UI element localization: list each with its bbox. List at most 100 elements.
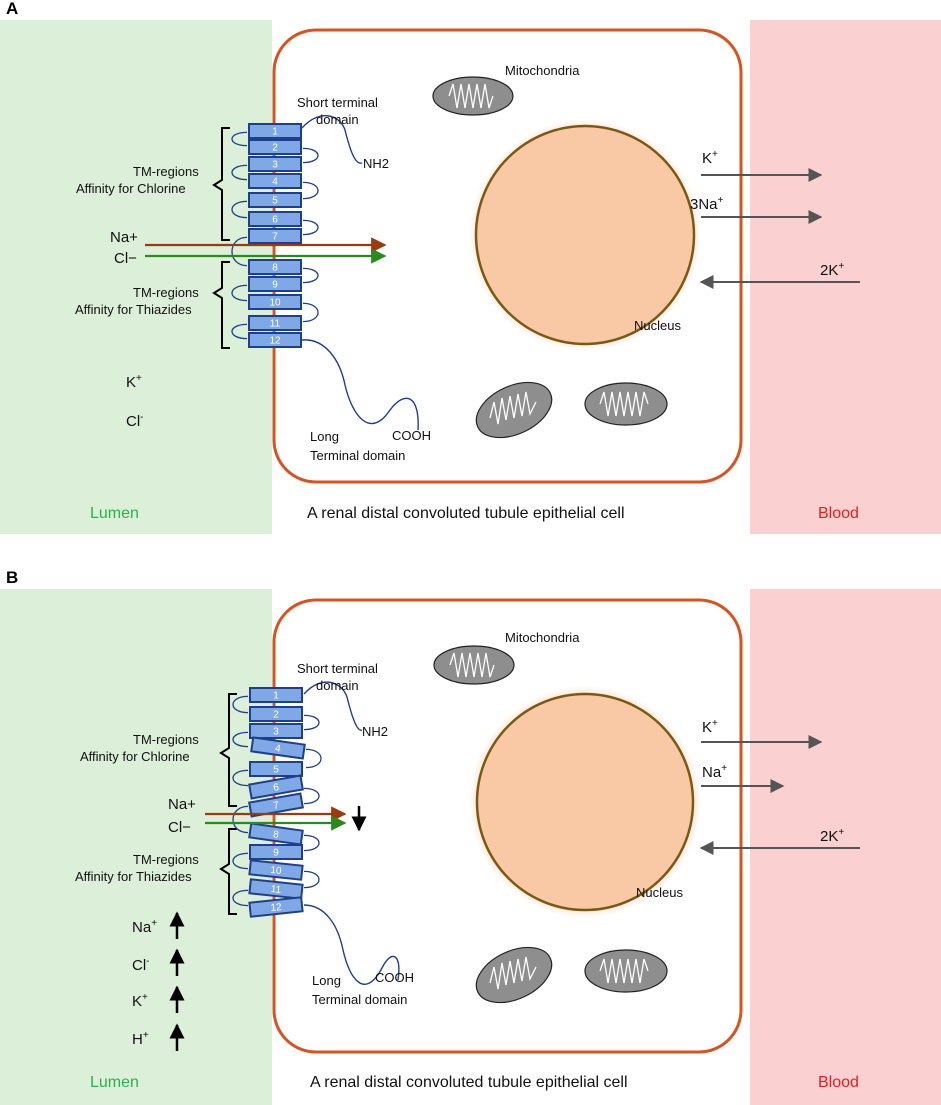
blood-label: Blood — [818, 1074, 859, 1091]
nh2-label: NH2 — [362, 724, 388, 739]
transporter-loop — [302, 267, 319, 284]
tm-segment-box — [248, 211, 302, 227]
tm-segment-box — [248, 139, 302, 155]
right-ion-3na: 3Na+ — [690, 195, 724, 213]
tm-segment: 9 — [249, 844, 303, 860]
short-domain-label-line1: Short terminal — [297, 95, 378, 110]
transporter-loop — [303, 870, 320, 889]
tm-segment: 10 — [248, 859, 304, 881]
tm-segment-number: 9 — [273, 848, 279, 859]
tm-segment-number: 4 — [274, 743, 281, 755]
tm-segment-box — [248, 859, 304, 881]
tm-thiazides-label-line1: TM-regions — [133, 852, 199, 867]
transporter-loop — [232, 769, 249, 787]
transporter-loop — [303, 787, 320, 805]
panel-letter: B — [6, 568, 18, 587]
long-domain-label-line1: Long — [312, 973, 341, 988]
transporter-loop — [231, 131, 248, 147]
na-label: Na+ — [168, 796, 196, 813]
short-domain-label-line1: Short terminal — [297, 661, 378, 676]
tm-chlorine-bracket — [212, 127, 230, 241]
tm-segment-box — [248, 792, 304, 818]
tm-chlorine-label-line2: Affinity for Chlorine — [76, 181, 186, 196]
nucleus-icon — [469, 119, 701, 351]
tm-segment-box — [248, 259, 302, 275]
tm-segment: 3 — [248, 156, 302, 172]
tm-segment-number: 1 — [273, 691, 279, 702]
transporter-loop — [232, 731, 249, 748]
tm-segment-number: 6 — [272, 782, 280, 794]
transporter-loop — [302, 302, 319, 323]
tm-segment: 9 — [248, 276, 302, 292]
tm-segment-number: 3 — [273, 727, 279, 738]
tm-segment: 12 — [248, 896, 304, 918]
cell-label: A renal distal convoluted tubule epithel… — [310, 1074, 628, 1091]
tm-segment-box — [249, 687, 303, 703]
tm-segment-number: 4 — [272, 177, 278, 188]
long-domain-label-line1: Long — [310, 429, 339, 444]
tm-segment-box — [248, 332, 302, 348]
tm-segment-number: 3 — [272, 160, 278, 171]
mitochondria-icon — [432, 76, 514, 116]
tm-segment: 8 — [248, 822, 304, 846]
tm-segment: 4 — [250, 736, 306, 760]
tm-segment-box — [248, 294, 302, 310]
tm-segment-box — [248, 822, 304, 846]
transporter-loop — [231, 323, 248, 340]
tm-segment-number: 12 — [270, 902, 283, 914]
tm-segment: 8 — [248, 259, 302, 275]
nucleus-label: Nucleus — [634, 318, 681, 333]
tm-segment-number: 10 — [270, 865, 283, 877]
tm-segment: 2 — [248, 139, 302, 155]
nucleus-icon — [469, 686, 701, 918]
na-label: Na+ — [110, 229, 138, 246]
tm-segment-number: 1 — [272, 127, 278, 138]
tm-segment-number: 11 — [270, 884, 282, 896]
tm-segment: 7 — [248, 792, 304, 818]
tm-segment: 5 — [249, 761, 303, 777]
transporter-loop — [302, 147, 319, 164]
tm-segment: 4 — [248, 173, 302, 189]
tm-segment-box — [248, 228, 302, 244]
cl-label: Cl− — [168, 819, 191, 836]
tm-thiazides-label-line2: Affinity for Thiazides — [75, 869, 192, 884]
mitochondria-icon — [584, 949, 668, 993]
transporter-loop — [231, 164, 248, 181]
transporter-loop — [302, 181, 319, 200]
transporter-loop — [232, 695, 249, 714]
tm-segment-box — [248, 173, 302, 189]
short-domain-label-line2: domain — [316, 112, 359, 127]
mitochondria-icon — [475, 381, 553, 439]
tm-segment: 2 — [249, 706, 303, 722]
lumen-ion-cl: Cl- — [132, 956, 150, 974]
tm-segment-number: 10 — [269, 298, 281, 309]
panel-b: B Mitochondria Nucleus Short terminal do… — [0, 568, 941, 1105]
right-ion-2k: 2K+ — [820, 827, 844, 845]
tm-thiazides-bracket — [219, 828, 237, 915]
nh2-tail — [301, 115, 363, 164]
transporter-loop — [305, 748, 322, 769]
tm-segment-box — [248, 878, 304, 900]
tm-segment: 5 — [248, 192, 302, 208]
transporter-loop — [231, 200, 248, 219]
mitochondria-label: Mitochondria — [505, 63, 580, 78]
transporter-loop — [302, 219, 319, 236]
transporter-loop — [232, 805, 249, 834]
tm-segment: 6 — [248, 211, 302, 227]
short-domain-label-line2: domain — [316, 678, 359, 693]
long-domain-label-line2: Terminal domain — [310, 448, 405, 463]
tm-thiazides-bracket — [212, 261, 230, 349]
mitochondria-icon — [433, 645, 515, 685]
tm-chlorine-bracket — [219, 693, 237, 807]
lumen-ion-k: K+ — [132, 992, 148, 1010]
tm-segment-number: 7 — [272, 232, 278, 243]
tm-segment: 10 — [248, 294, 302, 310]
cell-label: A renal distal convoluted tubule epithel… — [307, 505, 625, 522]
cooh-tail — [303, 904, 400, 985]
right-ion-2k: 2K+ — [820, 261, 844, 279]
tm-segment-number: 8 — [272, 829, 279, 841]
right-ion-k: K+ — [702, 718, 718, 736]
